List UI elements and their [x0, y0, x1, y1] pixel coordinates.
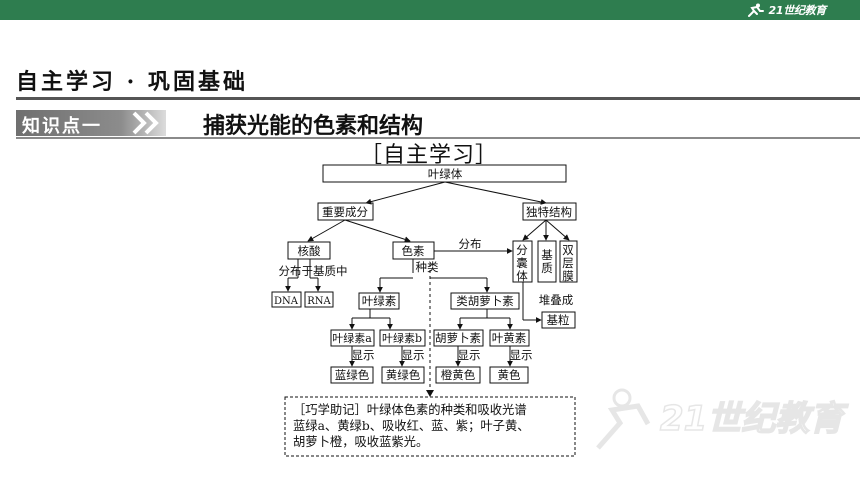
important-components: 重要成分 — [322, 205, 368, 219]
watermark-text: 21世纪教育 — [660, 399, 848, 439]
root-node: 叶绿体 — [428, 167, 463, 181]
carotene: 胡萝卜素 — [435, 331, 481, 345]
top-banner: 21世纪教育 — [0, 0, 860, 20]
logo-text: 21世纪教育 — [768, 4, 826, 17]
matrix-box — [537, 240, 557, 283]
section-divider — [16, 97, 860, 100]
rna-box — [304, 291, 334, 308]
display-label-1: 显示 — [352, 348, 375, 362]
distributed-in-matrix: 分布于基质中 — [279, 264, 348, 278]
color-box-1 — [330, 366, 374, 384]
granum: 基粒 — [547, 313, 570, 327]
unique-structure-box — [522, 202, 577, 221]
knowledge-point-divider — [16, 137, 860, 139]
mnemonic-line-3: 胡萝卜橙，吸收蓝紫光。 — [293, 435, 429, 449]
mnemonic-line-1: ［巧学助记］叶绿体色素的种类和吸收光谱 — [293, 403, 527, 417]
dna-label: DNA — [274, 296, 299, 307]
color-label-2: 黄绿色 — [386, 368, 421, 382]
color-box-4 — [489, 366, 529, 384]
nucleic-acid: 核酸 — [298, 244, 321, 258]
display-label-2: 显示 — [402, 348, 425, 362]
double-membrane-label: 双层膜 — [562, 243, 574, 283]
xanthophyll: 叶黄素 — [492, 331, 527, 345]
section-title: 自主学习 · 巩固基础 — [16, 69, 248, 95]
mnemonic-line-2: 蓝绿a、黄绿b、吸收红、蓝、紫；叶子黄、 — [293, 419, 530, 433]
color-label-1: 蓝绿色 — [335, 368, 370, 382]
dna-box — [271, 291, 302, 308]
distribution-label: 分布 — [459, 237, 482, 251]
brand-logo: 21世纪教育 — [746, 2, 826, 18]
display-label-3: 显示 — [458, 348, 481, 362]
rna-label: RNA — [307, 296, 331, 307]
mnemonic-note-box — [284, 396, 576, 457]
double-membrane-box — [559, 240, 578, 283]
kinds-label: 种类 — [416, 260, 439, 274]
chlorophyll-a: 叶绿素a — [332, 331, 372, 345]
stacking-label: 堆叠成 — [539, 293, 574, 307]
color-label-3: 橙黄色 — [441, 368, 476, 382]
display-label-4: 显示 — [510, 348, 533, 362]
carotenoid-box — [450, 292, 520, 310]
mnemonic-note: ［巧学助记］叶绿体色素的种类和吸收光谱 蓝绿a、黄绿b、吸收红、蓝、紫；叶子黄、… — [293, 402, 568, 450]
chlorophyll-box — [358, 292, 400, 310]
chlorophyll-b: 叶绿素b — [382, 331, 422, 345]
carotenoid: 类胡萝卜素 — [456, 294, 514, 308]
unique-structure: 独特结构 — [526, 205, 572, 219]
nucleic-acid-box — [287, 241, 331, 260]
knowledge-point-label: 知识点一 — [22, 116, 102, 137]
matrix-label: 基质 — [541, 248, 553, 275]
double-chevron-icon — [132, 111, 159, 135]
color-box-3 — [435, 366, 481, 384]
thylakoid-label: 分囊体 — [516, 243, 528, 283]
pigment: 色素 — [402, 244, 425, 258]
runner-logo-icon — [748, 3, 765, 17]
granum-box — [541, 311, 576, 329]
knowledge-point-tag — [16, 110, 166, 136]
color-label-4: 黄色 — [498, 368, 521, 382]
chlorophyll: 叶绿素 — [362, 294, 397, 308]
self-study-label: ［自主学习］ — [360, 143, 499, 168]
watermark-logo-icon: 21世纪教育 — [596, 388, 849, 450]
knowledge-point-title: 捕获光能的色素和结构 — [203, 114, 424, 139]
color-box-2 — [381, 366, 425, 384]
